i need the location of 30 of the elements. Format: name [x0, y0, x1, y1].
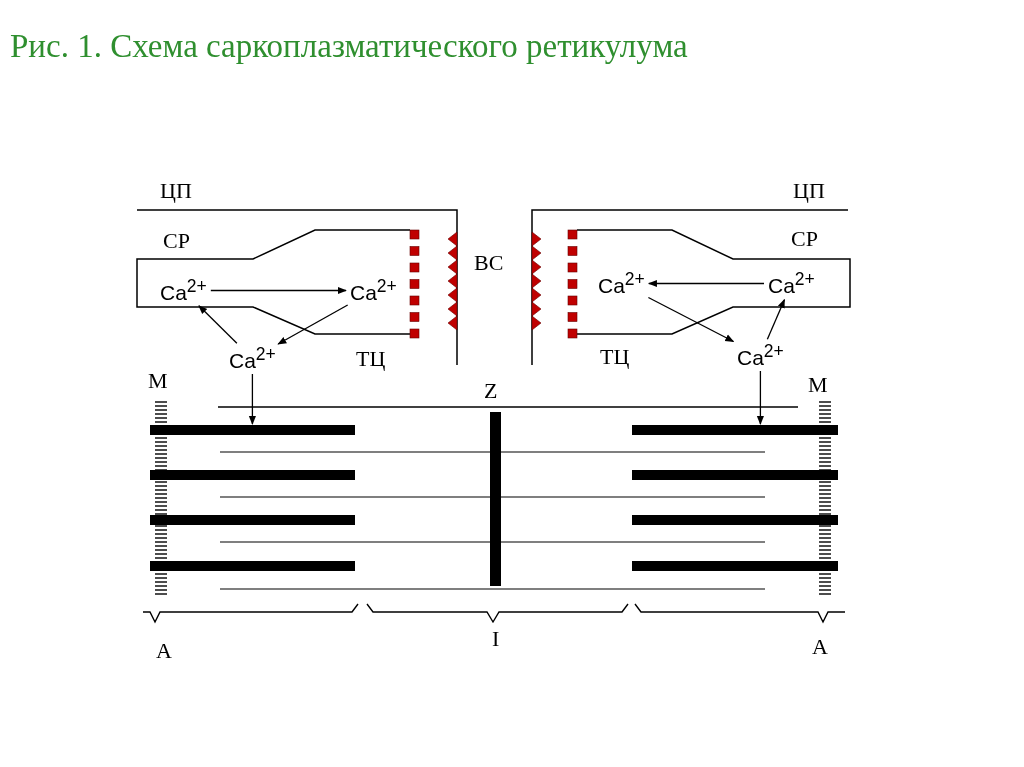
region-label: ТЦ	[356, 348, 386, 370]
arrow	[647, 279, 765, 288]
region-label: A	[812, 636, 828, 658]
ion-label: Ca$^{2+}$	[737, 343, 784, 368]
arrow	[210, 286, 347, 295]
thick-filament	[632, 425, 838, 435]
region-label: СР	[791, 228, 818, 250]
arrow	[198, 305, 238, 344]
ion-label: Ca$^{2+}$	[160, 278, 207, 303]
ion-label: Ca$^{2+}$	[768, 271, 815, 296]
region-label: ЦП	[160, 180, 192, 202]
arrow	[248, 373, 256, 425]
region-label: I	[492, 628, 500, 650]
ion-label: Ca$^{2+}$	[598, 271, 645, 296]
region-label: М	[148, 370, 168, 392]
arrow	[647, 296, 735, 343]
arrow	[277, 304, 349, 345]
region-label: ЦП	[793, 180, 825, 202]
arrow	[766, 298, 786, 340]
ion-label: Ca$^{2+}$	[350, 278, 397, 303]
region-label: ТЦ	[600, 346, 630, 368]
arrow	[756, 370, 764, 425]
region-label: СР	[163, 230, 190, 252]
region-label: A	[156, 640, 172, 662]
region-label: М	[808, 374, 828, 396]
region-label: ВС	[474, 252, 504, 274]
region-label: Z	[484, 380, 498, 402]
figure-title: Рис. 1. Схема саркоплазматического ретикулума	[10, 30, 688, 63]
ion-label: Ca$^{2+}$	[229, 346, 276, 371]
thick-filament	[150, 425, 355, 435]
